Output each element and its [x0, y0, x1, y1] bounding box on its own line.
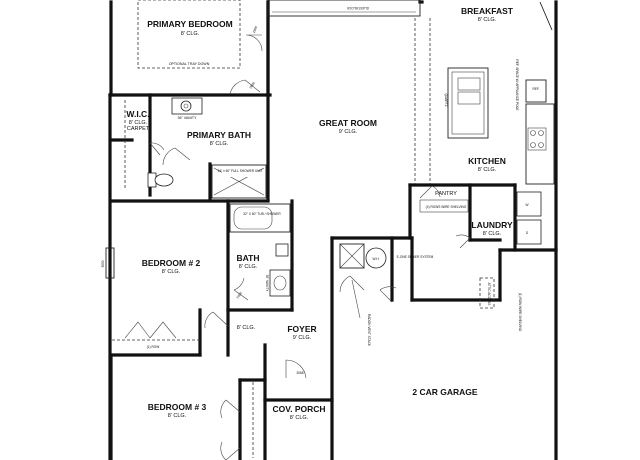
great-room-clg: 9' CLG. [339, 129, 358, 135]
door-3068-label: 3068 [296, 371, 303, 375]
bedroom-3: BEDROOM # 3 8' CLG. [148, 382, 254, 460]
walk-in-closet: W.I.C. 8' CLG. CARPET [124, 100, 165, 190]
wic-clg: 8' CLG. [129, 120, 148, 126]
washer-icon [516, 191, 542, 217]
shower-label: 54" x 60" FULL SHOWER UNIT [218, 169, 263, 173]
laundry-clg: 8' CLG. [483, 231, 502, 237]
tub-label: 32" X 60" TUB / SHOWER [243, 212, 281, 216]
hall-clg: 8' CLG. [237, 325, 256, 331]
dryer-icon [516, 219, 542, 245]
bath-label: BATH [237, 253, 260, 263]
window-3050-label: 3050 [101, 260, 105, 267]
kitchen: QUARTZ REF. REF. SPACE W/ APPLIANCE POLE… [444, 59, 555, 185]
wh-label: W.H. [373, 257, 380, 261]
bedroom-2-clg: 8' CLG. [162, 269, 181, 275]
toilet-icon [154, 173, 174, 187]
door-2868-bath-label: 2868 [249, 81, 256, 89]
kitchen-label: KITCHEN [468, 156, 506, 166]
covered-porch: COV. PORCH 8' CLG. [272, 404, 325, 421]
eone-sewer-tank [339, 243, 365, 269]
quartz-label: QUARTZ [444, 93, 448, 106]
ref-label: REF. [533, 87, 540, 91]
primary-bedroom: PRIMARY BEDROOM 8' CLG. OPTIONAL TRAY DO… [137, 0, 263, 95]
range-icon [527, 127, 547, 151]
wic-label: W.I.C. [126, 109, 149, 119]
vanity-30-label: 30" VANITY [265, 275, 269, 293]
island-sink [457, 77, 481, 91]
great-room: GREAT ROOM 9' CLG. [319, 18, 431, 184]
great-room-label: GREAT ROOM [319, 118, 377, 128]
attic-access [479, 277, 495, 309]
laundry-shelving-label: (1) ROW WIRE SHELVING [518, 293, 522, 332]
glass-block-label: GLASS BLOCK [346, 6, 369, 10]
bedroom-3-clg: 8' CLG. [168, 413, 187, 419]
water-heater-icon [365, 247, 387, 269]
hall: 8' CLG. [237, 325, 256, 331]
tub-icon [233, 206, 273, 230]
laundry-label: LAUNDRY [471, 220, 513, 230]
sink-drain-icon [183, 103, 189, 109]
eone-label: E-ONE SEWER SYSTEM [397, 255, 434, 259]
tub [229, 203, 291, 233]
garage: ATTIC ACCESS 2 CAR GARAGE [412, 277, 495, 397]
vanity-36-label: 36" VANITY [178, 116, 198, 120]
shower-unit [211, 164, 267, 199]
optional-tray-label: OPTIONAL TRAY DOWN [169, 62, 210, 66]
bath: 32" X 60" TUB / SHOWER BATH 8' CLG. 30" … [229, 203, 291, 301]
primary-bath-clg: 8' CLG. [210, 141, 229, 147]
pantry: PANTRY (4) ROWS WIRE SHELVING [419, 185, 469, 213]
cov-porch-label: COV. PORCH [272, 404, 325, 414]
kitchen-counter [525, 103, 555, 185]
door-2468-label: 2468 [236, 291, 243, 299]
breakfast: BREAKFAST 8' CLG. [461, 1, 553, 31]
glass-block-wall: GLASS BLOCK [267, 0, 421, 17]
radon-label: RADON VENT STACK [367, 314, 371, 347]
vanity-30 [269, 269, 291, 297]
primary-bath: 36" VANITY PRIMARY BATH 8' CLG. 54" x 60… [147, 97, 267, 199]
appliance-pole-label: REF. SPACE W/ APPLIANCE POLE [515, 59, 519, 110]
wic-carpet: CARPET [127, 126, 150, 132]
cov-porch-clg: 8' CLG. [290, 415, 309, 421]
window-3050 [105, 247, 115, 279]
sink-icon [180, 100, 192, 112]
foyer-label: FOYER [287, 324, 316, 334]
garage-label: 2 CAR GARAGE [412, 387, 478, 397]
breakfast-clg: 8' CLG. [478, 17, 497, 23]
pantry-shelving-label: (4) ROWS WIRE SHELVING [426, 205, 467, 209]
refrigerator [525, 79, 547, 103]
bedroom-2: BEDROOM # 2 8' CLG. 3050 (1) ROW [101, 247, 229, 349]
washer-label: W [525, 203, 528, 207]
bedroom-2-label: BEDROOM # 2 [142, 258, 201, 268]
dryer-label: D [526, 231, 529, 235]
bath-toilet-tank-icon [275, 243, 289, 257]
kitchen-island [447, 67, 489, 139]
breakfast-label: BREAKFAST [461, 6, 514, 16]
laundry: W D LAUNDRY 8' CLG. (1) ROW WIRE SHELVIN… [455, 191, 542, 332]
primary-bath-label: PRIMARY BATH [187, 130, 251, 140]
kitchen-clg: 8' CLG. [478, 167, 497, 173]
interior-walls [109, 0, 558, 460]
bath-clg: 8' CLG. [239, 264, 258, 270]
bed2-row-label: (1) ROW [147, 345, 160, 349]
foyer: FOYER 9' CLG. 3068 [285, 324, 317, 379]
pantry-label: PANTRY [435, 191, 457, 197]
primary-bedroom-clg: 8' CLG. [181, 31, 200, 37]
mechanical-room: W.H. E-ONE SEWER SYSTEM RADON VENT STACK [339, 243, 434, 347]
bedroom-3-label: BEDROOM # 3 [148, 402, 207, 412]
door-2868-label: 2868 [252, 25, 258, 33]
attic-label: ATTIC ACCESS [487, 283, 491, 306]
foyer-clg: 9' CLG. [293, 335, 312, 341]
island-sink-2 [457, 91, 481, 105]
primary-bedroom-label: PRIMARY BEDROOM [147, 19, 232, 29]
bath-sink-icon [273, 275, 287, 291]
